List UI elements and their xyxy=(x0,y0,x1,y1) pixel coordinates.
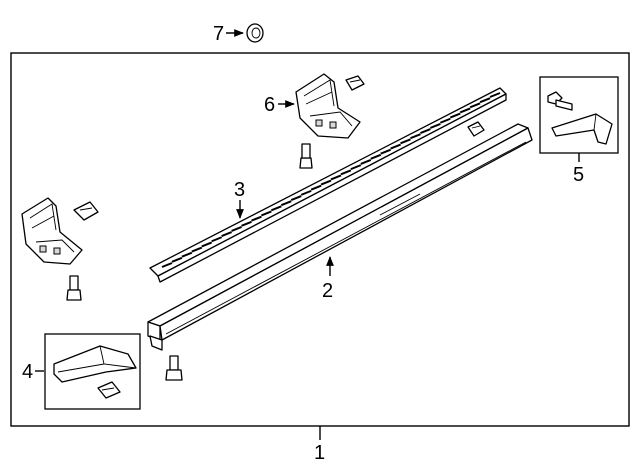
bolt-part-5-box xyxy=(547,91,573,111)
tread-mark xyxy=(231,226,242,232)
step-pad-part-3 xyxy=(149,87,507,283)
bracket-part-6 xyxy=(295,73,361,139)
tread-mark xyxy=(420,128,431,134)
tread-mark xyxy=(390,143,401,150)
tread-mark xyxy=(310,184,322,191)
tread-mark xyxy=(360,159,372,165)
tread-mark xyxy=(330,174,342,181)
clip-nut-part-4-box xyxy=(97,381,121,399)
tread-mark xyxy=(439,117,451,124)
tread-mark xyxy=(479,97,491,104)
bracket-left xyxy=(21,197,83,265)
tread-mark xyxy=(320,179,332,186)
tread-mark xyxy=(370,153,382,160)
tread-mark xyxy=(449,112,461,119)
callout-7-label: 7 xyxy=(213,23,224,45)
step-pad-treads xyxy=(161,92,501,268)
callout-1-label: 1 xyxy=(314,442,325,464)
bolt-bracket-left xyxy=(66,275,82,301)
clip-nut-bracket-left xyxy=(73,201,99,221)
end-cap-part-4 xyxy=(53,345,137,383)
tread-mark xyxy=(400,138,411,145)
tread-mark xyxy=(410,133,421,140)
tread-mark xyxy=(350,164,362,171)
tread-mark xyxy=(261,210,272,217)
tread-mark xyxy=(191,246,203,253)
callout-6-label: 6 xyxy=(264,94,275,116)
callout-5-label: 5 xyxy=(573,164,584,186)
bolt-bracket-6 xyxy=(299,143,313,169)
clip-nut-bracket-6 xyxy=(345,75,365,91)
tread-mark xyxy=(211,236,223,243)
tread-mark xyxy=(171,256,183,263)
callout-4-label: 4 xyxy=(22,361,33,383)
callout-3-label: 3 xyxy=(234,179,245,201)
tread-mark xyxy=(241,220,252,227)
tread-mark xyxy=(161,262,173,268)
tread-mark xyxy=(181,251,193,258)
tread-mark xyxy=(429,122,441,129)
nut-part-7 xyxy=(246,23,264,43)
tread-mark xyxy=(380,148,392,155)
tread-mark xyxy=(201,241,213,248)
tread-mark xyxy=(469,102,481,109)
running-board-part-2 xyxy=(147,123,533,351)
tread-mark xyxy=(270,205,282,212)
tread-mark xyxy=(290,195,302,201)
tread-mark xyxy=(221,231,233,238)
end-cap-part-5 xyxy=(551,113,613,145)
bolt-board-end xyxy=(165,355,183,381)
tread-mark xyxy=(340,169,352,176)
tread-mark xyxy=(489,92,501,98)
tread-mark xyxy=(459,107,471,114)
tread-mark xyxy=(300,189,312,196)
tread-mark xyxy=(251,215,262,222)
clip-nut-board xyxy=(467,121,485,137)
tread-mark xyxy=(280,200,292,207)
part-4-box xyxy=(44,333,141,410)
callout-2-label: 2 xyxy=(322,280,333,302)
